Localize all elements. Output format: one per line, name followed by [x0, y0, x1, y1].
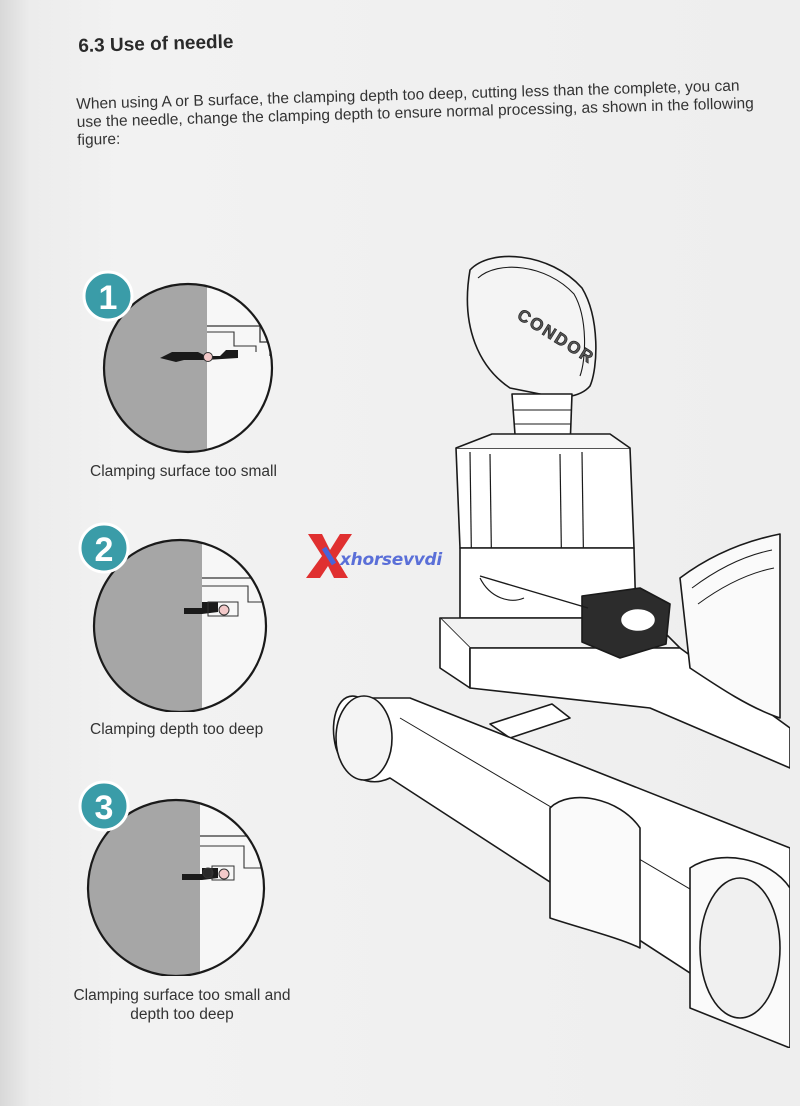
figure-3-diagram: 3 [78, 780, 266, 976]
condor-machine-illustration: CONDOR [332, 255, 790, 1048]
figure-3-badge [78, 780, 130, 832]
figure-2-number: 2 [95, 531, 114, 569]
figure-2-caption: Clamping depth too deep [90, 721, 264, 738]
section-heading: 6.3 Use of needle [78, 31, 234, 57]
watermark-text: xhorsevvdi [340, 550, 442, 570]
figure-1: 1 Clamping surface too small [80, 262, 310, 480]
figure-1-caption: Clamping surface too small [90, 463, 277, 480]
figure-3-number: 3 [95, 789, 114, 827]
figure-1-number: 1 [99, 279, 118, 317]
xhorse-logo-icon [306, 534, 352, 578]
figure-1-diagram: 1 [82, 270, 274, 454]
xhorsevvdi-watermark: xhorsevvdi [300, 530, 520, 580]
figure-1-badge [82, 270, 134, 322]
figure-3: 3 Clamping surface too small and depth t… [72, 776, 302, 1023]
intro-paragraph: When using A or B surface, the clamping … [76, 77, 754, 149]
figure-2-badge [78, 522, 130, 574]
figure-2: 2 Clamping depth too deep [76, 516, 306, 738]
figure-2-diagram: 2 [78, 522, 268, 712]
figure-3-caption: Clamping surface too small and depth too… [73, 987, 291, 1023]
